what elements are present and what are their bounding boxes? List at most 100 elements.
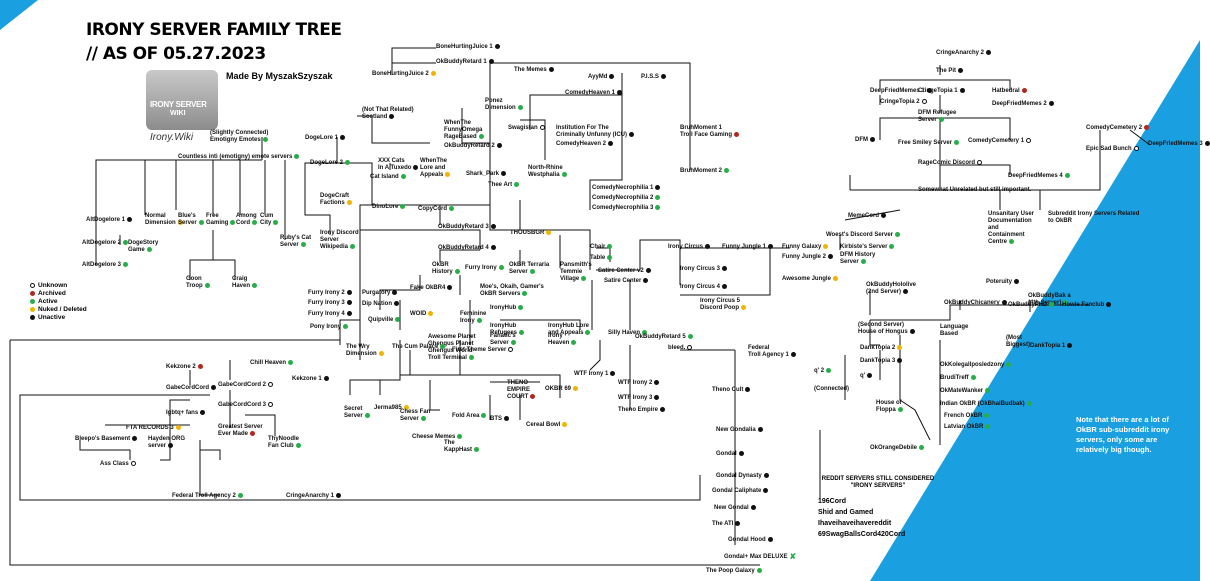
server-node-label: Satire Center [604,278,642,285]
server-node: Irony Circus 5 Discord Poop [700,298,747,312]
status-dot-icon [1014,279,1020,284]
server-node-label: BoneHurtingJuice 2 [372,71,429,78]
server-node-label: BTS [490,416,502,423]
server-node: CringeAnarchy 2 [936,50,992,57]
server-node: THENO EMPIRE COURT [507,380,536,401]
server-node: Cereal Bowl [526,422,568,429]
server-node-label: Federal Troll Agency 1 [748,345,789,359]
logo-text-top: IRONY SERVER [150,100,207,109]
status-dot-icon [735,521,741,526]
server-node-label: DogeCraft Factions [320,193,350,207]
status-dot-icon [123,262,129,267]
status-dot-icon [687,334,693,339]
server-node: Among Cord [236,213,257,227]
server-node-label: GabeCordCord [166,385,210,392]
server-node-label: Chair [590,244,606,251]
server-node-label: q' 2 [814,368,825,375]
status-dot-icon [1006,362,1012,367]
status-dot-icon [346,200,352,205]
server-node-label: Among Cord [236,213,257,227]
status-dot-icon [237,493,243,498]
server-node-label: DogeLore 2 [310,160,344,167]
status-dot-icon [687,345,693,350]
server-node: Awesome Jungle [782,276,838,283]
server-node-label: P.I.S.S [641,74,659,81]
server-node-label: Gondal Dynasty [716,473,762,480]
server-node: DogeCraft Factions [320,193,352,207]
server-node: OkBR History [432,262,460,276]
server-node: OKBR 69 [545,386,579,393]
server-node: CopyCord [418,206,454,213]
server-node-label: GabeCordCord 2 [218,382,267,389]
status-dot-icon [548,67,554,72]
server-node-label: Goon Troop [186,276,203,290]
status-dot-icon [454,269,460,274]
status-dot-icon [288,360,294,365]
server-node: The KappHast [444,440,480,454]
status-dot-icon [440,344,446,349]
status-dot-icon [1048,101,1054,106]
legend-item: Nuked / Deleted [30,306,87,314]
server-node: Swagistan [508,125,545,132]
server-node-label: AyyMd [588,74,608,81]
status-dot-icon [1049,302,1055,307]
server-node-label: Feminine Irony [460,311,487,325]
server-node: Furry Irony 3 [308,300,352,307]
server-node: Ruby's Cat Server [280,235,311,249]
server-node-label: Pony Irony [310,324,342,331]
server-node-label: OkKolegaIlposledzony [940,362,1005,369]
server-node-label: AltDogelore 3 [82,262,122,269]
server-node-label: Gondal+ Max DELUXE [724,554,788,561]
server-node: Shark_Park [466,171,507,178]
server-node-label: OkBuddyRetard 5 [635,334,686,341]
server-node-label: First Theme Server [452,347,507,354]
server-node: Ass Class [100,461,136,468]
status-dot-icon [734,132,740,137]
server-node: Irony Circus 3 [680,266,728,273]
server-node-label: AltDogelore 2 [82,240,122,247]
server-node-label: Unsanitary User Documentation and Contai… [988,211,1035,246]
status-dot-icon [204,283,210,288]
status-dot-icon [146,247,152,252]
server-node: Blue's Server [178,213,204,227]
server-node: Chess Fan Server [400,409,430,423]
status-dot-icon [445,172,451,177]
server-node-label: New Gondalia [716,427,756,434]
server-node-label: GabeCordCord 3 [218,402,267,409]
server-node-label: (Slightly Connected) Emotigny Emotes [210,130,269,144]
status-dot-icon [654,380,660,385]
server-node: Language Based [940,324,968,338]
server-node-label: Blue's Server [178,213,197,227]
server-node: IronyHub [490,305,524,312]
server-node-label: DogeStory Game [128,240,159,254]
server-node-label: Igbtq+ fans [166,410,199,417]
server-node-label: DinoLore [372,204,399,211]
server-node: q' 2 [814,368,832,375]
server-node: DFM History Server [840,252,875,266]
server-node-label: Purgatory [362,290,391,297]
server-node-label: OkBuddyRetard 4 [438,245,489,252]
diagram-title: IRONY SERVER FAMILY TREE [86,20,342,40]
server-node-label: DeepFriedMemes 4 [1008,173,1063,180]
server-node-label: Ruby's Cat Server [280,235,312,249]
server-node: First Theme Server [452,347,514,354]
server-node-label: Jerma985 [374,405,402,412]
server-node: IronyHub Refugees [490,323,525,337]
server-node-label: DeepFriedMemes 3 [1148,141,1203,148]
server-node-label: Irony Circus 5 Discord Poop [700,298,741,312]
status-dot-icon [510,340,516,345]
server-node-label: ComedyHeaven 1 [565,90,616,97]
status-dot-icon [655,205,661,210]
status-dot-icon [457,434,463,439]
server-node: ComedyCemetery 1 [968,138,1032,145]
status-dot-icon [1009,239,1015,244]
server-node: Cum City [260,213,279,227]
server-node: Silly Haven [608,330,648,337]
status-dot-icon [323,376,329,381]
server-node-label: DeepFriedMemes 2 [992,101,1047,108]
server-node: Chill Heaven [250,360,294,367]
server-node-label: Irony Heaven [548,333,570,347]
server-node: Table [590,255,613,262]
status-dot-icon [985,388,991,393]
server-node: OkBR Terraria Server [509,262,549,276]
